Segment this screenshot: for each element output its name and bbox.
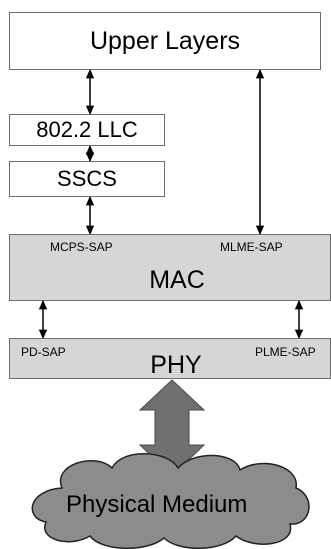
- sscs-label: SSCS: [57, 166, 117, 191]
- mac-box: MAC: [9, 234, 331, 301]
- phy-box: PHY: [9, 338, 331, 379]
- mcps-sap-label: MCPS-SAP: [50, 240, 113, 254]
- upper-layers-box: Upper Layers: [9, 12, 321, 70]
- mlme-sap-label: MLME-SAP: [220, 240, 283, 254]
- plme-sap-label: PLME-SAP: [255, 345, 316, 359]
- sscs-box: SSCS: [9, 161, 165, 197]
- phy-label: PHY: [150, 351, 202, 379]
- physical-medium-label: Physical Medium: [66, 491, 248, 518]
- llc-box: 802.2 LLC: [9, 114, 165, 146]
- upper-layers-label: Upper Layers: [89, 26, 241, 55]
- llc-label: 802.2 LLC: [36, 117, 138, 142]
- mac-label: MAC: [149, 266, 205, 294]
- pd-sap-label: PD-SAP: [21, 345, 66, 359]
- physical-medium-cloud: [31, 453, 310, 549]
